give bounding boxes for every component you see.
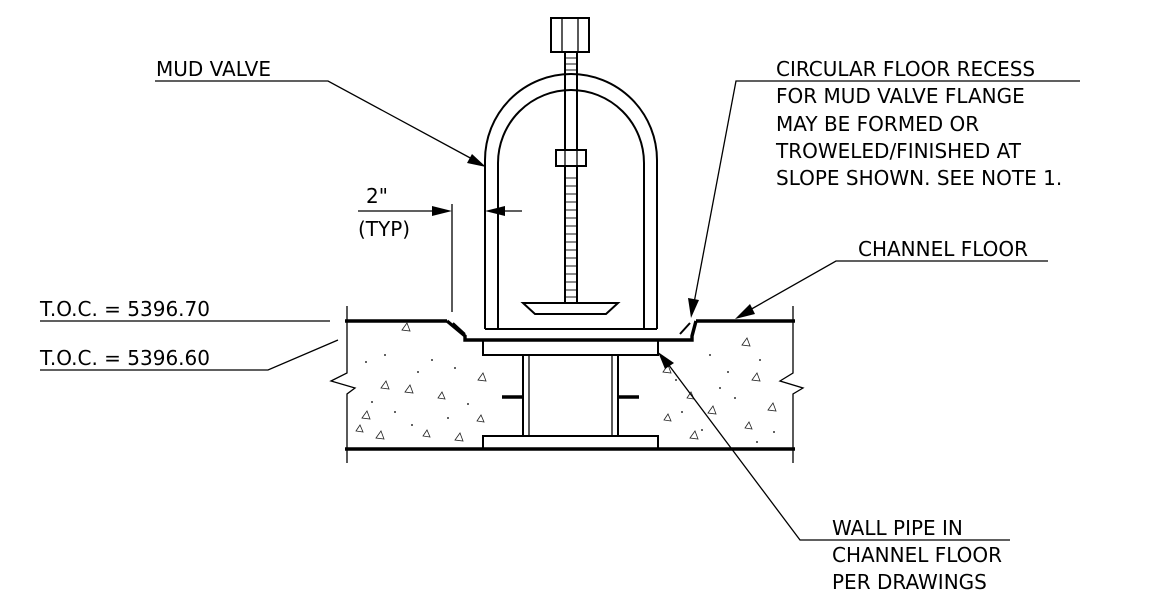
- recess-slope-left: [452, 322, 466, 335]
- toc-bottom-leader: [40, 339, 339, 371]
- mud-valve: [484, 17, 658, 330]
- dimension-2in: 2" (TYP): [358, 184, 522, 312]
- break-line-left: [329, 306, 357, 463]
- wall-pipe: [482, 339, 659, 450]
- recess-arrowhead: [688, 298, 699, 318]
- concrete-hatch: [355, 322, 777, 443]
- recess-line-4: TROWELED/FINISHED AT: [775, 139, 1022, 163]
- dim-value: 2": [366, 184, 388, 208]
- wall-pipe-callout: WALL PIPE IN CHANNEL FLOOR PER DRAWINGS: [658, 352, 1010, 594]
- dim-arrow-left: [432, 206, 452, 216]
- dim-typ: (TYP): [358, 217, 410, 241]
- toc-bottom-label: T.O.C. = 5396.60: [39, 346, 210, 370]
- channel-floor-arrowhead: [735, 304, 755, 319]
- pipe-flange-top: [482, 339, 659, 356]
- recess-callout: CIRCULAR FLOOR RECESS FOR MUD VALVE FLAN…: [688, 57, 1080, 318]
- wall-pipe-leader: [667, 363, 1010, 541]
- recess-leader: [693, 80, 1080, 304]
- wall-pipe-line-1: WALL PIPE IN: [832, 516, 963, 540]
- channel-floor-label: CHANNEL FLOOR: [858, 237, 1028, 261]
- mud-valve-label: MUD VALVE: [156, 57, 271, 81]
- valve-disc: [520, 302, 621, 315]
- toc-top-callout: T.O.C. = 5396.70: [39, 297, 330, 322]
- yoke-nut-center: [564, 150, 578, 166]
- break-line-right: [778, 306, 805, 463]
- wall-pipe-arrowhead: [658, 352, 674, 369]
- recess-line-1: CIRCULAR FLOOR RECESS: [776, 57, 1035, 81]
- stem-threads: [565, 57, 577, 298]
- channel-floor-leader: [747, 260, 1048, 312]
- toc-top-label: T.O.C. = 5396.70: [39, 297, 210, 321]
- hex-head: [550, 17, 590, 53]
- channel-floor-callout: CHANNEL FLOOR: [735, 237, 1048, 319]
- recess-line-5: SLOPE SHOWN. SEE NOTE 1.: [776, 166, 1062, 190]
- hex-head-faces: [561, 18, 579, 52]
- toc-bottom-callout: T.O.C. = 5396.60: [39, 339, 339, 371]
- recess-line-3: MAY BE FORMED OR: [776, 112, 979, 136]
- wall-pipe-line-3: PER DRAWINGS: [832, 570, 987, 594]
- wall-pipe-line-2: CHANNEL FLOOR: [832, 543, 1002, 567]
- dim-arrow-right: [485, 206, 505, 216]
- yoke-nut: [555, 149, 587, 167]
- recess-line-2: FOR MUD VALVE FLANGE: [776, 84, 1025, 108]
- valve-yoke-inner: [497, 89, 645, 329]
- mud-valve-arrowhead: [467, 154, 486, 167]
- valve-yoke-outer: [484, 73, 658, 329]
- recess-slope-right: [679, 322, 691, 335]
- mud-valve-callout: MUD VALVE: [155, 57, 486, 167]
- mud-valve-leader: [155, 80, 475, 161]
- pipe-flange-bottom: [482, 435, 659, 450]
